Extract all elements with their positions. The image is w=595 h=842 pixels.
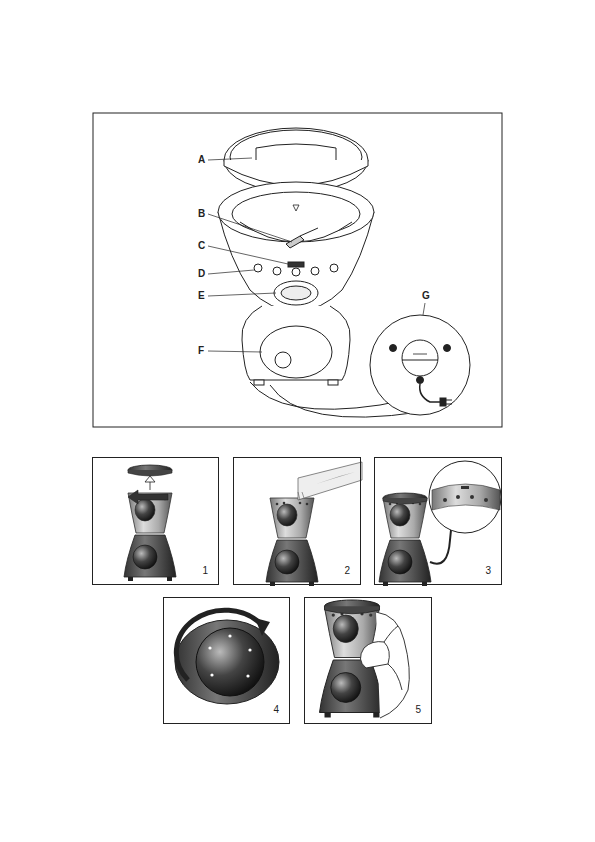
step-number: 4 xyxy=(273,705,279,715)
step-panel: 1 xyxy=(92,457,219,585)
step-panel: 5 xyxy=(304,597,432,724)
step-number: 2 xyxy=(344,566,350,576)
step-panel: 3 xyxy=(374,457,502,585)
callout-letter: D xyxy=(197,269,206,279)
step-number: 5 xyxy=(415,705,421,715)
callout-letter: A xyxy=(197,155,206,165)
callout-letter: F xyxy=(197,346,205,356)
step-number: 1 xyxy=(202,566,208,576)
callout-letter: C xyxy=(197,241,206,251)
step-number: 3 xyxy=(485,566,491,576)
step-panel: 2 xyxy=(233,457,361,585)
callout-letter: G xyxy=(421,291,431,301)
callout-letter: B xyxy=(197,209,206,219)
step-panel: 4 xyxy=(163,597,290,724)
callout-letter: E xyxy=(197,291,206,301)
